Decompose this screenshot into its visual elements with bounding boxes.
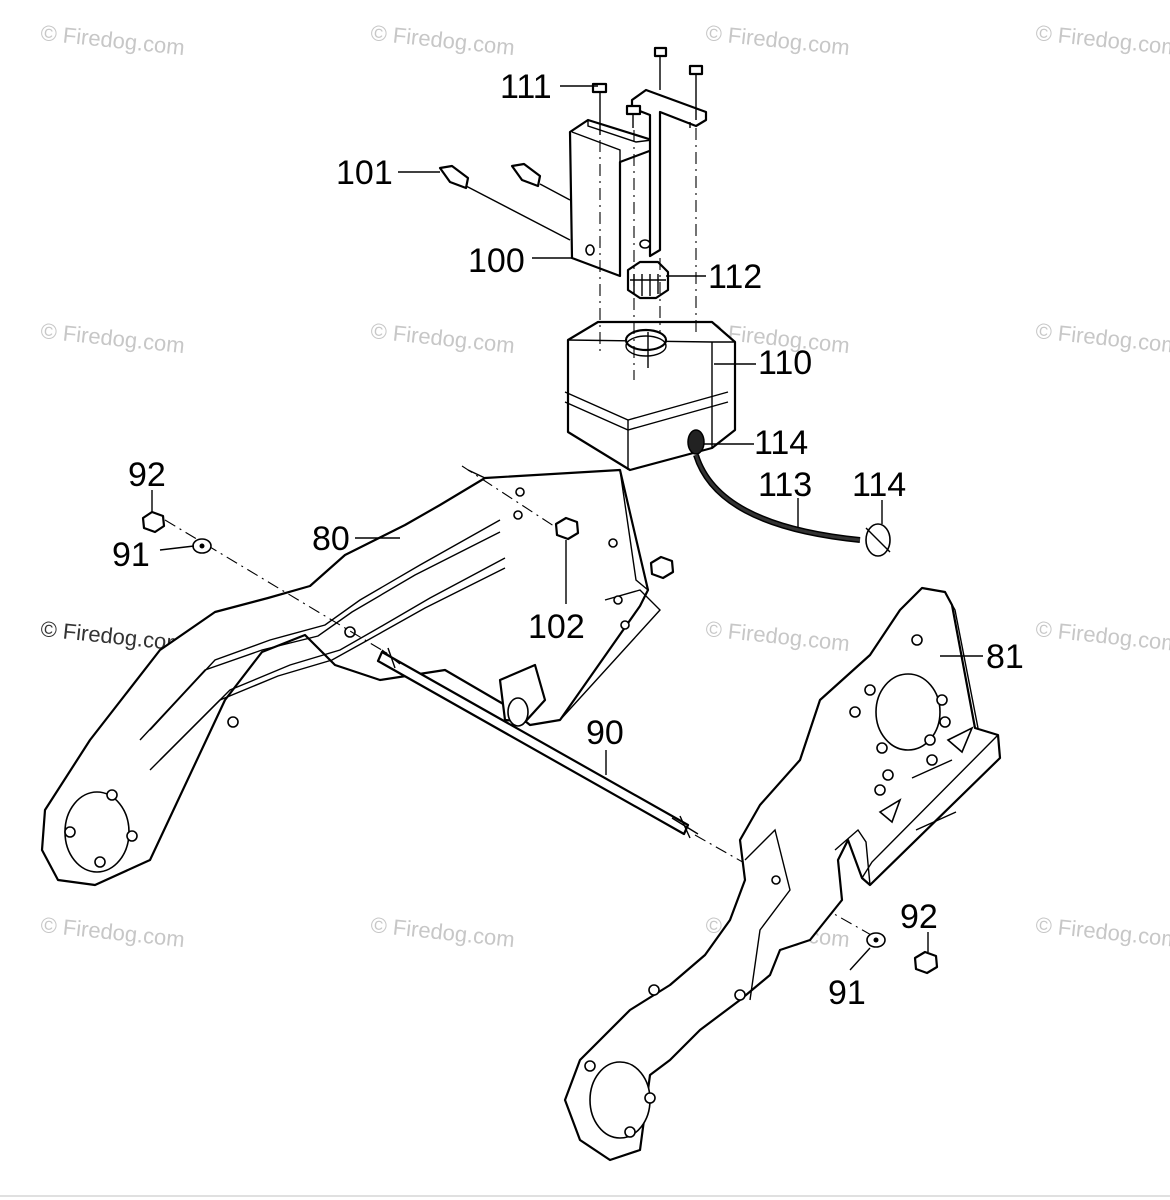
nut-92 bbox=[141, 510, 166, 534]
nut-92 bbox=[913, 950, 939, 975]
tank-bracket-100 bbox=[568, 88, 708, 278]
watermark-text: © Firedog.com bbox=[39, 318, 185, 358]
shaft-hole bbox=[875, 673, 941, 751]
callouts: 111 101 100 112 110 114 113 114 92 91 80… bbox=[112, 68, 1024, 1012]
callout-110: 110 bbox=[758, 344, 812, 382]
nut-102 bbox=[554, 516, 580, 541]
callout-113: 113 bbox=[758, 466, 812, 504]
shaft-hole bbox=[589, 1061, 651, 1139]
watermark-text: © Firedog.com bbox=[704, 20, 850, 60]
callout-114: 114 bbox=[852, 466, 906, 504]
fuel-line-113 bbox=[687, 429, 891, 557]
watermark-text: © Firedog.com bbox=[1034, 912, 1170, 952]
callout-111: 111 bbox=[500, 68, 552, 106]
callout-100: 100 bbox=[468, 242, 525, 280]
callout-102: 102 bbox=[528, 608, 585, 646]
callout-91: 91 bbox=[828, 974, 866, 1012]
fuel-tank-110 bbox=[564, 320, 737, 472]
callout-101: 101 bbox=[336, 154, 393, 192]
callout-80: 80 bbox=[312, 520, 350, 558]
screws-101 bbox=[438, 162, 571, 241]
nut-102 bbox=[649, 555, 675, 580]
watermark-text: © Firedog.com bbox=[1034, 318, 1170, 358]
callout-90: 90 bbox=[586, 714, 624, 752]
watermark-text: © Firedog.com bbox=[369, 20, 515, 60]
leader-lines bbox=[151, 85, 983, 971]
fuel-cap-112 bbox=[626, 260, 670, 300]
left-side-plate-80 bbox=[40, 468, 661, 887]
callout-112: 112 bbox=[708, 258, 762, 296]
callout-92: 92 bbox=[900, 898, 938, 936]
right-side-plate-81 bbox=[563, 586, 1002, 1162]
watermark-text: © Firedog.com bbox=[369, 912, 515, 952]
watermark-text: © Firedog.com bbox=[704, 616, 850, 656]
callout-114: 114 bbox=[754, 424, 808, 462]
watermark-text: © Firedog.com bbox=[1034, 20, 1170, 60]
assembly-lines bbox=[461, 128, 697, 531]
watermark-text: © Firedog.com bbox=[39, 20, 185, 60]
screws-111 bbox=[591, 46, 704, 135]
callout-92: 92 bbox=[128, 456, 166, 494]
axle-rod-90 bbox=[164, 519, 881, 941]
watermark-text: © Firedog.com bbox=[369, 318, 515, 358]
callout-81: 81 bbox=[986, 638, 1024, 676]
watermark-text: © Firedog.com bbox=[1034, 616, 1170, 656]
watermark-text: © Firedog.com bbox=[39, 912, 185, 952]
callout-91: 91 bbox=[112, 536, 150, 574]
